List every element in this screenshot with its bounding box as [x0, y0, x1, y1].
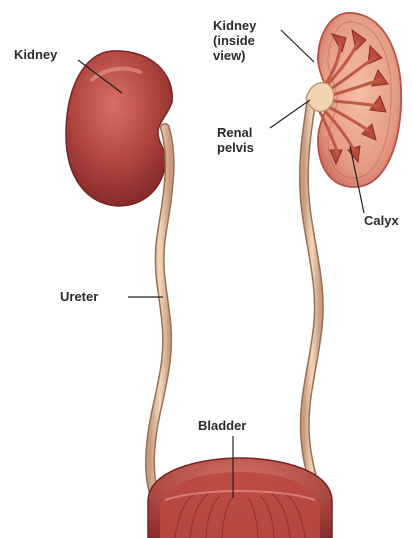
leader-kidney-inside [281, 30, 314, 62]
kidney-left [66, 51, 172, 206]
label-renal-pelvis-line2: pelvis [217, 140, 254, 155]
label-bladder: Bladder [198, 418, 246, 433]
label-kidney: Kidney [14, 47, 57, 62]
label-kidney-inside-line1: Kidney [213, 18, 256, 33]
label-renal-pelvis-line1: Renal [217, 125, 254, 140]
label-ureter: Ureter [60, 289, 98, 304]
bladder [148, 458, 332, 538]
label-calyx: Calyx [364, 213, 399, 228]
label-kidney-inside-line3: view) [213, 48, 256, 63]
label-kidney-inside-line2: (inside [213, 33, 256, 48]
label-kidney-inside-view: Kidney (inside view) [213, 18, 256, 63]
label-renal-pelvis: Renal pelvis [217, 125, 254, 155]
